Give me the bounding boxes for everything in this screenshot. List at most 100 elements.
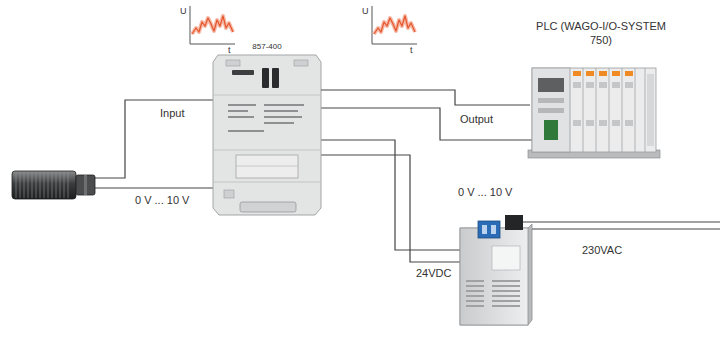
plc-illustration — [625, 71, 633, 76]
wire — [321, 108, 532, 140]
power-supply-illustration — [466, 280, 520, 307]
plc-illustration — [573, 82, 633, 126]
plc-illustration — [596, 68, 597, 152]
signal-graph-icon — [374, 16, 415, 34]
sensor-illustration — [16, 172, 68, 198]
signal-graph-icon — [192, 16, 233, 34]
power-supply-illustration — [466, 290, 484, 292]
signal-conditioner-illustration — [264, 104, 304, 106]
power-supply-illustration — [478, 221, 500, 238]
sensor-illustration — [12, 171, 95, 199]
signal-wire — [321, 90, 530, 105]
sensor-illustration — [56, 172, 57, 198]
signal-conditioner-illustration — [228, 116, 254, 118]
sensor-illustration — [36, 172, 37, 198]
signal-graph-icon — [190, 6, 235, 44]
plc-illustration — [573, 71, 581, 76]
signal-conditioner-illustration — [236, 166, 298, 167]
plc-illustration — [645, 68, 646, 152]
signal-range: 0 V ... 10 V — [458, 186, 512, 199]
signal-conditioner: 857-400 — [213, 42, 321, 216]
power-supply-illustration — [491, 225, 496, 234]
signal-name: Output — [460, 113, 493, 126]
wire — [321, 140, 460, 250]
wire — [95, 100, 720, 262]
power-supply-illustration — [460, 215, 532, 325]
plc-illustration — [599, 120, 607, 126]
plc-illustration — [583, 68, 584, 152]
signal-conditioner-illustration — [294, 60, 308, 66]
plc-illustration — [612, 120, 620, 126]
signal-range: 0 V ... 10 V — [135, 194, 189, 207]
axis-label: U — [362, 6, 369, 17]
signal-name: Input — [160, 107, 184, 120]
power-supply-illustration — [466, 280, 484, 282]
axis-label: U — [180, 6, 187, 17]
plc-illustration — [622, 68, 623, 152]
power-supply-illustration — [492, 280, 520, 282]
plc-illustration — [538, 98, 564, 103]
node-title: PLC (WAGO-I/O-SYSTEM 750) — [530, 20, 672, 48]
wire — [95, 100, 213, 178]
signal-conditioner-illustration — [228, 104, 304, 132]
power-supply-illustration — [492, 246, 520, 270]
signal-conditioner-illustration — [262, 68, 269, 88]
supply-voltage: 230VAC — [582, 244, 622, 257]
signal-graph-icon — [372, 6, 417, 44]
plc: PLC (WAGO-I/O-SYSTEM 750) — [530, 20, 672, 160]
plc-illustration — [647, 74, 654, 146]
power-supply-illustration — [466, 300, 484, 302]
plc-illustration — [612, 82, 620, 88]
signal-conditioner-illustration — [264, 110, 298, 112]
wire — [321, 155, 460, 262]
signal-conditioner-illustration — [213, 55, 321, 215]
plc-illustration — [609, 68, 610, 152]
signal-conditioner-illustration — [224, 190, 234, 198]
signal-conditioner-illustration — [240, 202, 296, 212]
plc-illustration — [538, 108, 564, 113]
signal-graph-icon — [190, 6, 191, 44]
plc-illustration — [573, 120, 581, 126]
signal-conditioner-illustration — [232, 70, 254, 75]
plc-illustration — [625, 120, 633, 126]
plc-illustration — [599, 82, 607, 88]
plc-illustration — [544, 120, 558, 140]
power-supply-illustration — [460, 224, 532, 325]
signal-conditioner-illustration — [228, 104, 256, 106]
plc-illustration — [625, 82, 633, 88]
signal-conditioner-illustration — [272, 68, 279, 88]
sensor-illustration — [20, 172, 21, 198]
signal-conditioner-illustration — [228, 110, 248, 112]
axis-label: t — [228, 45, 231, 56]
supply-voltage: 24VDC — [416, 267, 451, 280]
sensor-illustration — [48, 172, 49, 198]
sensor-illustration — [32, 172, 33, 198]
sensor-illustration — [68, 172, 69, 198]
plc-illustration — [612, 71, 620, 76]
signal-graph-icon — [190, 44, 235, 45]
power-supply-illustration — [505, 215, 523, 230]
sensor-illustration — [24, 172, 25, 198]
sensor-illustration — [12, 171, 76, 199]
sensor-illustration — [76, 175, 95, 195]
axis-label: t — [410, 45, 413, 56]
plc-illustration — [532, 68, 656, 152]
plc-illustration — [573, 71, 633, 76]
power-supply-illustration — [482, 225, 487, 234]
signal-graph-icon — [374, 16, 415, 34]
sensor-illustration — [40, 172, 41, 198]
signal-conditioner-illustration — [236, 155, 298, 178]
power-supply-illustration — [492, 285, 520, 287]
signal-graph-icon — [192, 16, 233, 34]
signal-conditioner-illustration — [264, 122, 294, 124]
sensor-illustration — [52, 172, 53, 198]
plc-illustration — [583, 68, 645, 152]
wire — [95, 187, 213, 188]
sensor-illustration — [44, 172, 45, 198]
power-supply-illustration — [492, 305, 520, 307]
signal-conditioner-illustration — [264, 116, 302, 118]
signal-conditioner-illustration — [213, 95, 321, 182]
